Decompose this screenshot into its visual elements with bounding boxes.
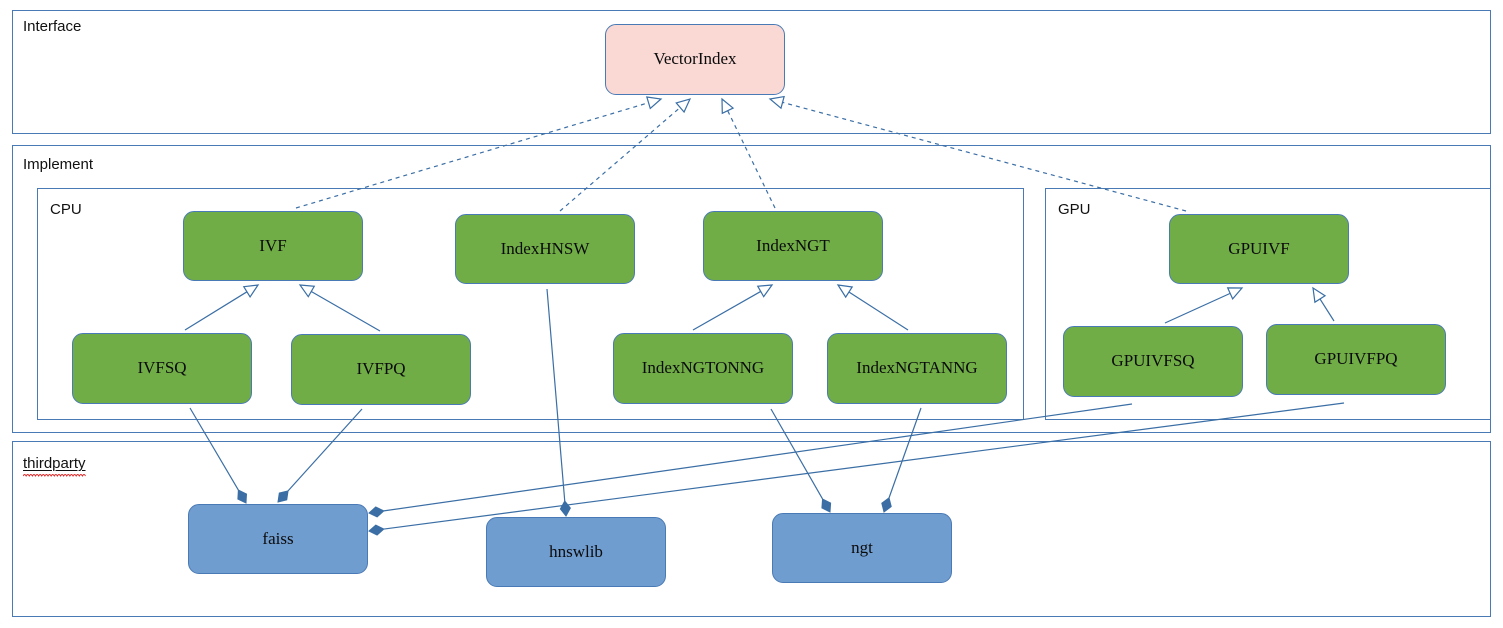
node-gpuivfsq[interactable]: GPUIVFSQ <box>1063 326 1243 397</box>
group-label-cpu: CPU <box>50 201 82 218</box>
node-label: hnswlib <box>549 541 603 561</box>
node-ivfpq[interactable]: IVFPQ <box>291 334 471 405</box>
node-ngt[interactable]: ngt <box>772 513 952 583</box>
node-vectorindex[interactable]: VectorIndex <box>605 24 785 95</box>
group-label-interface: Interface <box>23 18 82 35</box>
node-label: IndexNGT <box>756 235 830 255</box>
node-label: IndexHNSW <box>500 238 590 258</box>
node-label: GPUIVFSQ <box>1111 351 1195 371</box>
group-label-thirdparty: thirdparty <box>23 455 86 477</box>
node-label: GPUIVF <box>1228 238 1290 258</box>
node-gpuivfpq[interactable]: GPUIVFPQ <box>1266 324 1446 395</box>
node-indexngt[interactable]: IndexNGT <box>703 211 883 281</box>
group-label-gpu: GPU <box>1058 201 1091 218</box>
node-ivf[interactable]: IVF <box>183 211 363 281</box>
node-hnswlib[interactable]: hnswlib <box>486 517 666 587</box>
node-label: IVFSQ <box>137 358 187 378</box>
node-label: IndexNGTONNG <box>641 358 765 378</box>
node-gpuivf[interactable]: GPUIVF <box>1169 214 1349 284</box>
node-label: GPUIVFPQ <box>1314 349 1398 369</box>
node-indexngtonng[interactable]: IndexNGTONNG <box>613 333 793 404</box>
node-indexhnsw[interactable]: IndexHNSW <box>455 214 635 284</box>
node-label: IVF <box>259 235 287 255</box>
node-label: ngt <box>851 537 873 557</box>
node-indexngtanng[interactable]: IndexNGTANNG <box>827 333 1007 404</box>
group-label-implement: Implement <box>23 156 94 173</box>
node-faiss[interactable]: faiss <box>188 504 368 574</box>
node-label: faiss <box>262 528 294 548</box>
node-label: VectorIndex <box>653 49 737 69</box>
node-label: IVFPQ <box>356 359 406 379</box>
node-label: IndexNGTANNG <box>856 358 978 378</box>
node-ivfsq[interactable]: IVFSQ <box>72 333 252 404</box>
